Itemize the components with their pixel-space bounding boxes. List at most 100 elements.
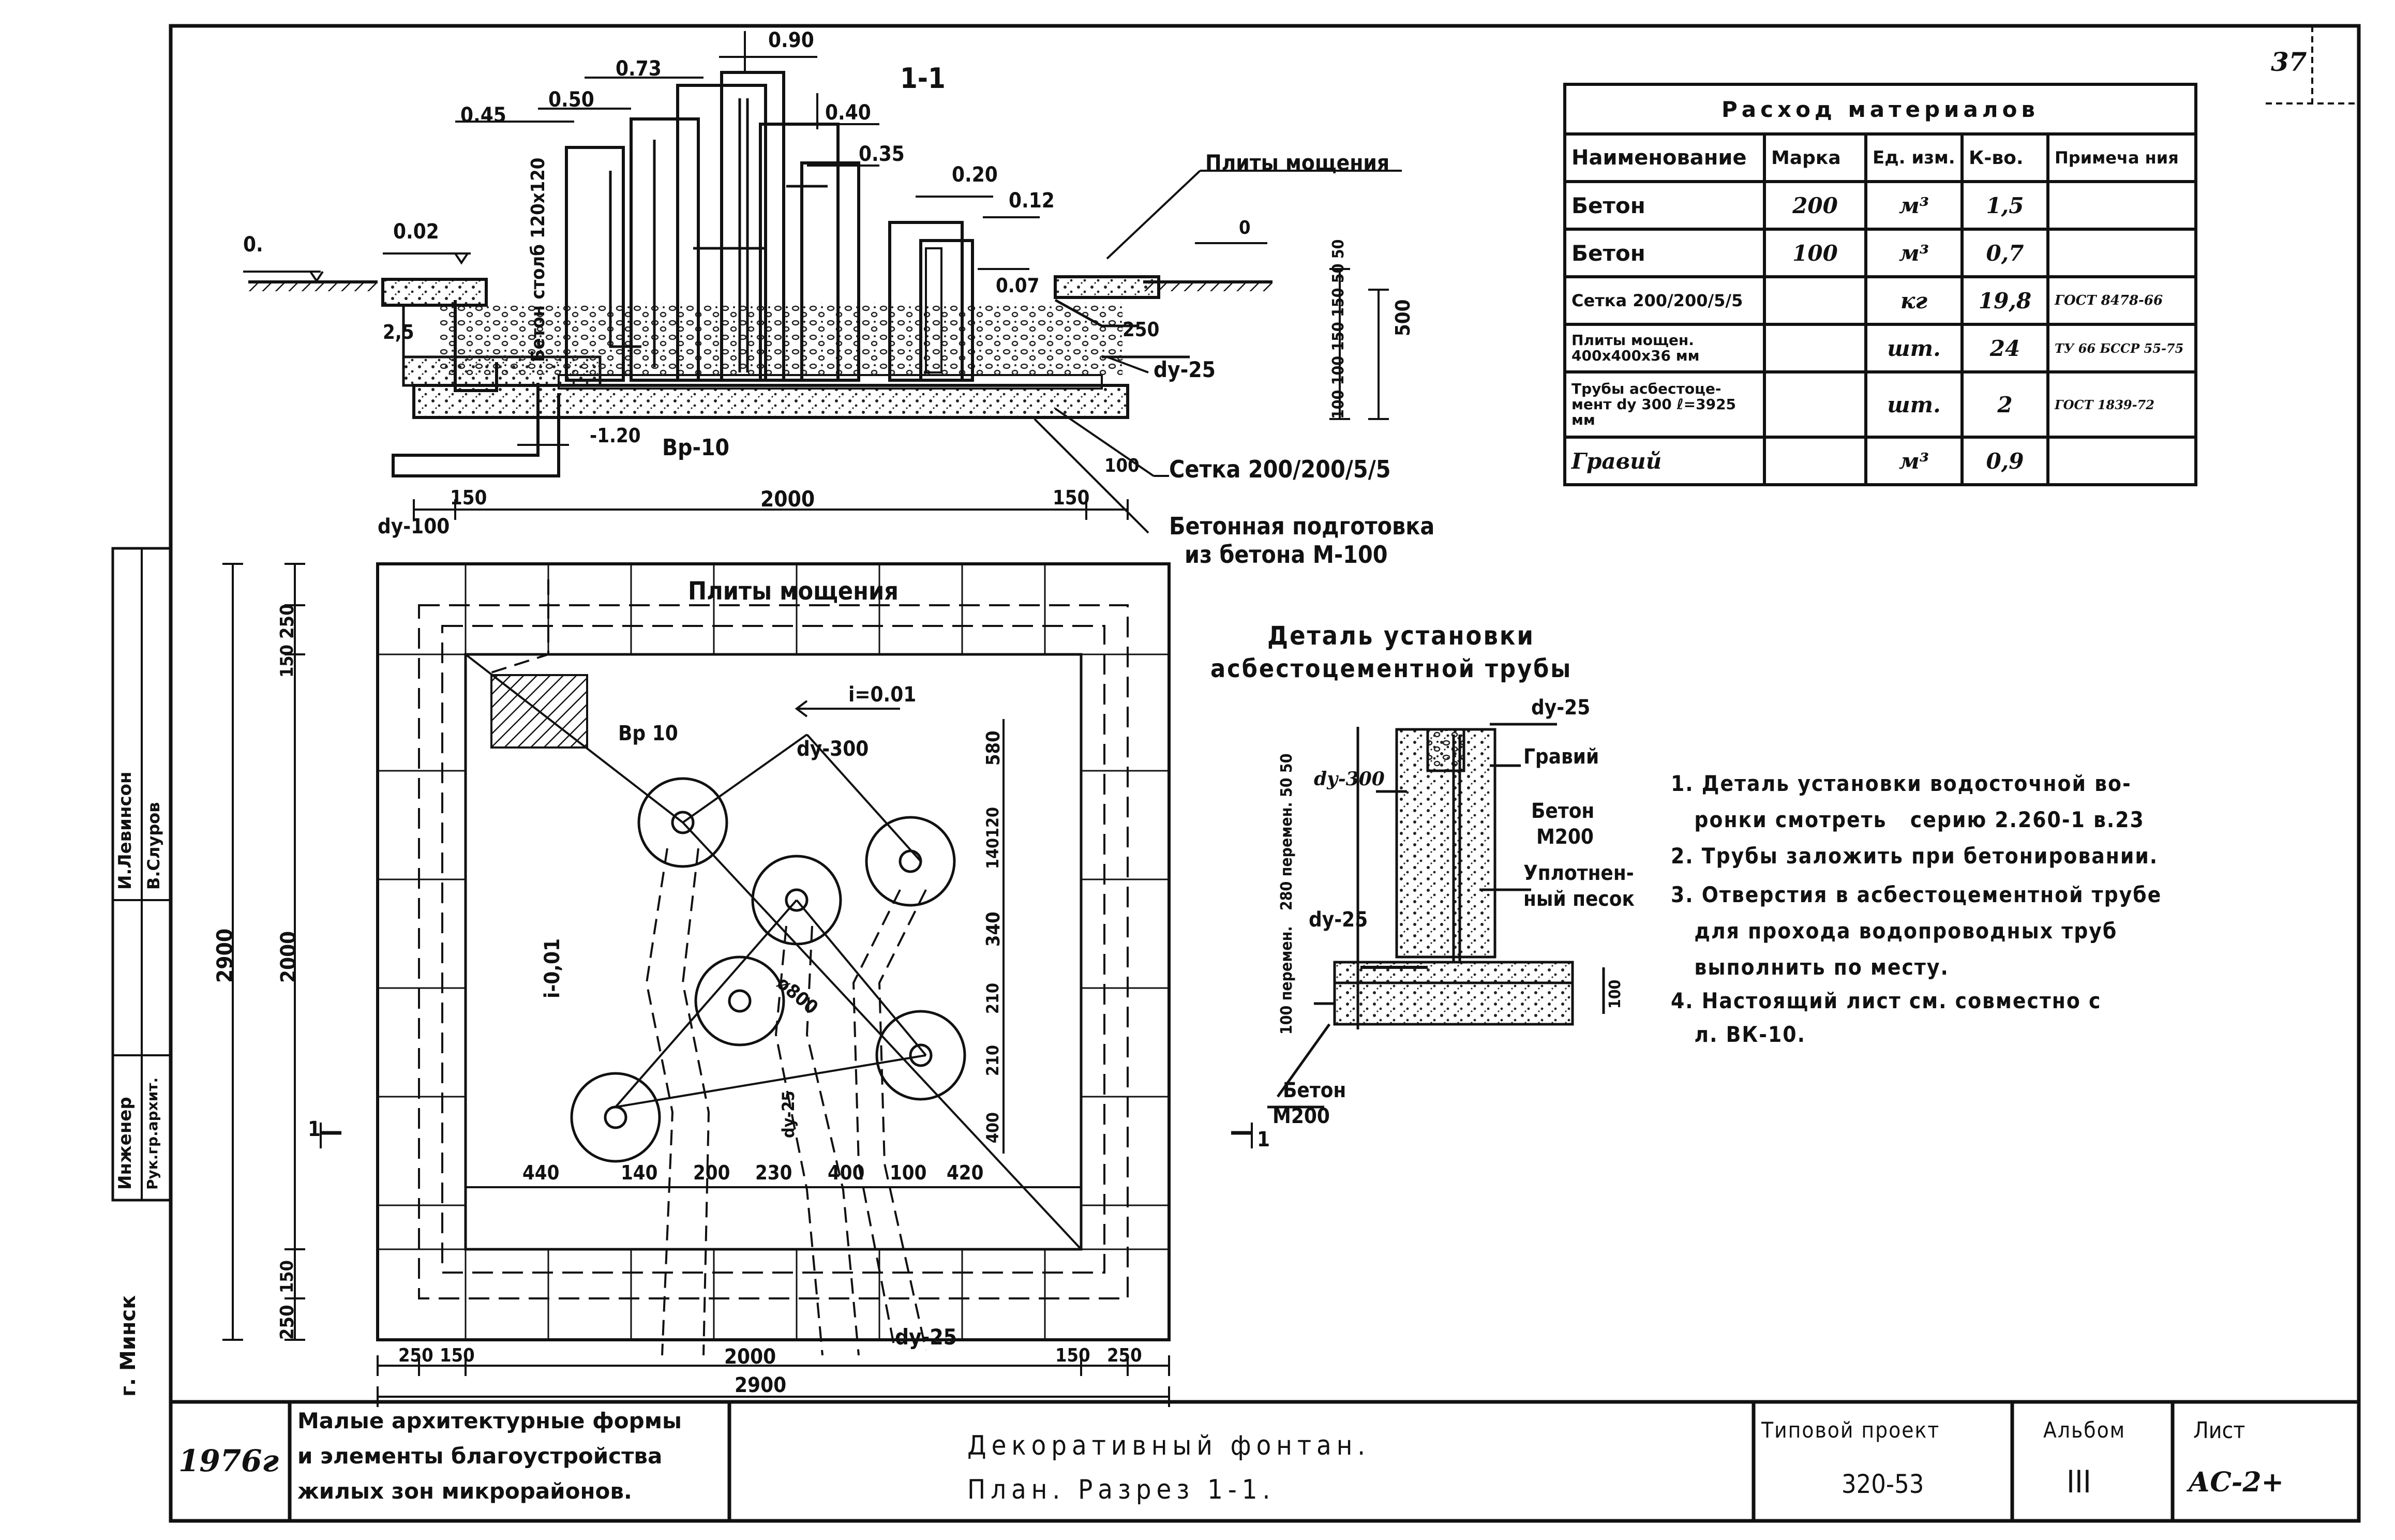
plan-slope: i=0.01 [848,683,917,707]
plan-580: 580 [983,730,1004,766]
project-label: Типовой проект [1761,1417,1940,1443]
detail-gravel: Гравий [1523,745,1599,769]
stamp-role-2: Рук.гр.архит. [144,1077,161,1190]
cell-qty: 24 [1960,323,2049,373]
plan-210b: 210 [983,1044,1002,1076]
cell-qty: 0,9 [1960,436,2049,486]
gravel-fill [440,303,1122,375]
level-035: 0.35 [859,142,905,166]
cell-grade [1763,275,1867,326]
table-row: Бетон 100 м³ 0,7 [1563,228,2197,278]
cell-grade [1763,323,1867,373]
cell-qty: 2 [1960,370,2049,439]
note-line-8: л. ВК-10. [1671,1022,1806,1047]
plan-du300: dу-300 [797,737,869,761]
note-line-7: 4. Настоящий лист см. совместно с [1671,988,2102,1013]
stamp-name-2: В.Слуров [144,802,163,890]
detail-du25-side: dу-25 [1309,908,1368,932]
sheet-label: Лист [2193,1417,2246,1444]
cell-qty: 19,8 [1960,275,2049,326]
level-045: 0.45 [460,103,506,127]
level-012: 0.12 [1009,189,1055,213]
plan-400: 400 [983,1112,1002,1143]
level-0: 0. [243,233,263,257]
plan-dim-2000h: 2000 [724,1345,776,1369]
right-curb [1054,275,1160,299]
note-line-6: выполнить по месту. [1671,954,1949,980]
detail-sand-1: Уплотнен- [1523,861,1634,885]
note-line-5: для прохода водопроводных труб [1671,918,2118,944]
table-row: Бетон 200 м³ 1,5 [1563,180,2197,231]
note-line-3: 2. Трубы заложить при бетонировании. [1671,843,2159,869]
level-007: 0.07 [996,274,1040,297]
nozzle-1 [637,777,728,868]
album-label: Альбом [2043,1417,2126,1443]
cell-unit: м³ [1864,436,1964,486]
plan-dim-250a: 250 [398,1345,433,1366]
plan-du25v: dу-25 [779,1090,798,1138]
post-label: Бетон столб 120х120 [528,157,549,362]
plan-dim-150-top: 150 [277,645,297,678]
plan-du25b: dу-25 [895,1324,957,1350]
concrete-prep-2: из бетона М-100 [1185,541,1388,569]
cut-mark-right: 1 [1257,1128,1270,1152]
cell-unit: шт. [1864,323,1964,373]
post-012 [919,239,974,382]
detail-var-2: 100 перемен. [1278,926,1296,1035]
cell-notes [2046,180,2197,231]
header-name: Наименование [1563,132,1766,183]
cell-name: Трубы асбестоце- мент dу 300 ℓ=3925 мм [1563,370,1766,439]
plan-i001: i-0,01 [541,938,564,998]
plan-dim-250-bot: 250 [277,1305,298,1340]
s25-label: 2,5 [383,321,414,343]
plan-bp10: Bр 10 [618,722,678,745]
detail-concrete: Бетон [1531,799,1595,823]
title-series-2: и элементы благоустройства [297,1443,663,1469]
sheet-number: 37 [2271,47,2307,77]
dim-150a: 150 [450,486,487,509]
post-035 [800,161,860,382]
album-value: III [2067,1464,2091,1500]
plan-340: 340 [983,911,1004,947]
cell-notes: ГОСТ 8478-66 [2046,275,2197,326]
nozzle-2 [751,855,842,946]
nozzle-4 [694,955,785,1046]
detail-d100: 100 [1606,979,1624,1009]
plan-440: 440 [522,1161,560,1184]
left-curb [381,278,488,307]
plan-140: 140 [983,838,1002,869]
plan-inner [464,653,1083,1251]
plan-420: 420 [947,1161,984,1184]
plan-dim-250-top: 250 [277,604,298,639]
stamp-role-1: Инженер [115,1097,136,1190]
cell-grade: 100 [1763,228,1867,278]
plan-dim-150c: 150 [1055,1345,1090,1366]
sheet-value: АС-2+ [2188,1467,2284,1498]
nozzle-5 [875,1010,966,1101]
cell-name: Бетон [1563,228,1766,278]
cell-notes: ГОСТ 1839-72 [2046,370,2197,439]
detail-bot-concrete: Бетон [1283,1079,1346,1102]
header-unit: Ед. изм. [1864,132,1964,183]
cell-notes [2046,436,2197,486]
note-line-2: ронки смотреть серию 2.260-1 в.23 [1671,807,2145,832]
plan-du100: dу-100 [378,515,450,539]
d250-label: 250 [1122,318,1160,341]
plan-230: 230 [755,1161,792,1184]
level-040: 0.40 [825,101,871,125]
post-090 [720,71,785,382]
cell-qty: 0,7 [1960,228,2049,278]
section-title: 1-1 [900,62,946,95]
cell-unit: м³ [1864,180,1964,231]
cell-notes [2046,228,2197,278]
cell-grade: 200 [1763,180,1867,231]
materials-table: Расход материалов Наименование Марка Ед.… [1563,83,2197,486]
cell-unit: кг [1864,275,1964,326]
stamp-name-1: И.Левинсон [115,771,136,890]
plan-dim-2900v: 2900 [212,928,237,983]
header-notes: Примеча ния [2046,132,2197,183]
detail-title-2: асбестоцементной трубы [1210,654,1573,683]
detail-du300: dу-300 [1314,768,1385,790]
cell-grade [1763,436,1867,486]
